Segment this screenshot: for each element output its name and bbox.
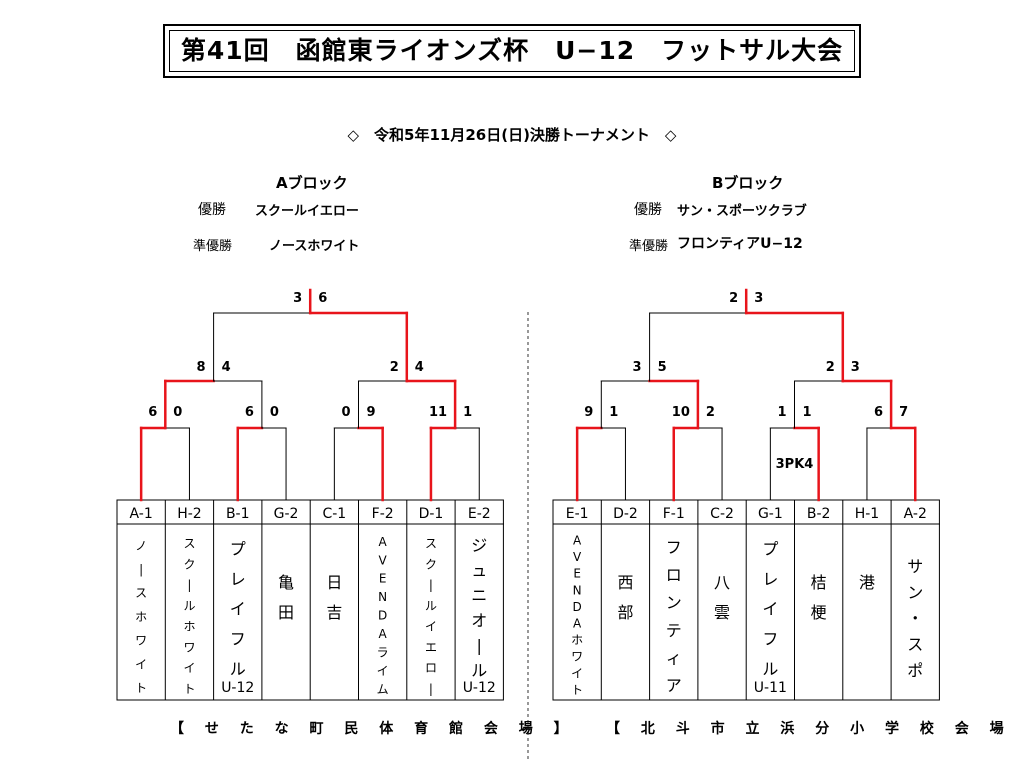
- a-team-name: 日吉: [326, 573, 342, 622]
- a-r1-score: 0: [173, 405, 182, 420]
- a-r1-score: 1: [463, 405, 472, 420]
- a-team-sub: U-12: [221, 680, 254, 696]
- b-r1-score: 1: [803, 405, 812, 420]
- a-team-name: 亀田: [278, 573, 294, 622]
- b-team-sub: U-11: [754, 680, 787, 696]
- b-final-score: 2: [729, 291, 738, 306]
- a-r2-score: 8: [197, 360, 206, 375]
- b-team-name: 八雲: [714, 573, 730, 622]
- block-a-venue: 【 せ た な 町 民 体 育 館 会 場 】: [170, 721, 576, 737]
- b-r2-score: 2: [826, 360, 835, 375]
- a-team-code: E-2: [468, 506, 491, 522]
- block-b-runnerup: フロンティアU−12: [677, 236, 803, 252]
- a-final-score: 3: [293, 291, 302, 306]
- b-team-name: サン・スポ: [907, 557, 923, 680]
- page-title: 第41回 函館東ライオンズ杯 U−12 フットサル大会: [180, 36, 844, 65]
- a-r2-score: 4: [222, 360, 231, 375]
- a-team-code: A-1: [130, 506, 153, 522]
- a-r1-score: 0: [341, 405, 350, 420]
- block-b-runnerup-label: 準優勝: [629, 239, 669, 254]
- a-team-code: G-2: [274, 506, 299, 522]
- a-r1-score: 0: [270, 405, 279, 420]
- a-final-score: 6: [318, 291, 327, 306]
- a-team-code: C-1: [322, 506, 346, 522]
- a-r1-score: 11: [429, 405, 447, 420]
- a-team-name: ジュニオ|ル: [471, 536, 487, 680]
- a-r2-score: 2: [390, 360, 399, 375]
- b-team-code: H-1: [855, 506, 880, 522]
- b-team-name: 桔梗: [811, 573, 827, 622]
- b-r1-score: 10: [672, 405, 690, 420]
- block-b-champion-label: 優勝: [634, 202, 662, 218]
- b-team-code: G-1: [758, 506, 783, 522]
- subtitle: ◇ 令和5年11月26日(日)決勝トーナメント ◇: [347, 126, 677, 144]
- b-team-name: 西部: [617, 573, 633, 622]
- b-r1-score: 9: [584, 405, 593, 420]
- b-team-code: E-1: [566, 506, 589, 522]
- a-team-code: B-1: [226, 506, 250, 522]
- a-r1-score: 6: [148, 405, 157, 420]
- a-team-name: スク|ルイエロ|: [425, 537, 437, 696]
- b-r1-score: 1: [777, 405, 786, 420]
- block-a-runnerup: ノースホワイト: [269, 239, 360, 254]
- a-r1-score: 6: [245, 405, 254, 420]
- b-team-name: フロンティア: [666, 538, 682, 695]
- b-r1-score: 6: [874, 405, 883, 420]
- b-r1-note: 3PK4: [776, 457, 814, 472]
- a-r2-score: 4: [415, 360, 424, 375]
- b-r2-score: 3: [851, 360, 860, 375]
- a-team-code: D-1: [419, 506, 444, 522]
- b-team-code: A-2: [904, 506, 927, 522]
- a-team-code: H-2: [177, 506, 202, 522]
- a-team-name: スク|ルホワイト: [183, 537, 195, 696]
- a-team-sub: U-12: [463, 680, 496, 696]
- b-r1-score: 1: [609, 405, 618, 420]
- block-b-champion: サン・スポーツクラブ: [677, 204, 807, 219]
- a-r1-score: 9: [367, 405, 376, 420]
- b-team-name: プレイフル: [762, 540, 778, 679]
- a-team-name: ノ|スホワイト: [135, 539, 147, 695]
- b-team-code: C-2: [710, 506, 734, 522]
- a-team-code: F-2: [372, 506, 394, 522]
- b-team-code: F-1: [663, 506, 685, 522]
- block-a-champion: スクールイエロー: [255, 204, 359, 219]
- b-team-code: B-2: [807, 506, 831, 522]
- block-a-title: Aブロック: [276, 174, 348, 192]
- b-r1-score: 2: [706, 405, 715, 420]
- b-team-code: D-2: [613, 506, 638, 522]
- b-team-name: 港: [859, 573, 875, 592]
- title-frame: [163, 24, 861, 78]
- block-a-champion-label: 優勝: [198, 202, 226, 218]
- block-b-venue: 【 北 斗 市 立 浜 分 小 学 校 会 場 】: [606, 721, 1024, 737]
- b-r1-score: 7: [899, 405, 908, 420]
- a-team-name: プレイフル: [230, 540, 246, 679]
- block-b-title: Bブロック: [712, 174, 784, 192]
- block-a-runnerup-label: 準優勝: [193, 239, 233, 254]
- b-r2-score: 3: [633, 360, 642, 375]
- b-r2-score: 5: [658, 360, 667, 375]
- b-final-score: 3: [754, 291, 763, 306]
